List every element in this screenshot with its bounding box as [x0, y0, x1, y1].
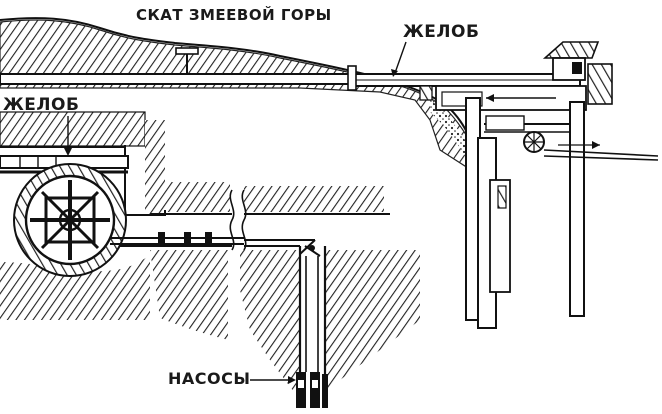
hill-slope-label: СКАТ ЗМЕЕВОЙ ГОРЫ [136, 6, 332, 24]
tunnel-rock [0, 111, 420, 400]
pumps-label: НАСОСЫ [168, 369, 251, 388]
pump-rod [110, 232, 315, 247]
pump-shaft [296, 239, 328, 408]
shaft-frame [419, 85, 659, 329]
upper-trough [0, 47, 581, 91]
lower-trough-label: ЖЕЛОБ [3, 95, 80, 115]
wheel-house [542, 41, 613, 105]
hill-slope [0, 19, 469, 170]
hill-toe [430, 100, 468, 160]
upper-trough-label: ЖЕЛОБ [403, 22, 480, 42]
water-wheel [13, 163, 127, 277]
trough-pointer-top [394, 41, 407, 74]
